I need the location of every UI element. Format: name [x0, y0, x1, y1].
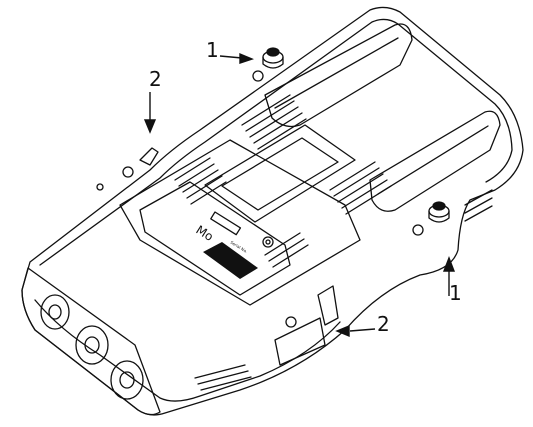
- connector-2: [75, 325, 109, 365]
- heatsink-fins-right: [329, 161, 392, 215]
- top-plate: [119, 139, 361, 306]
- rail-left-inner: [274, 37, 399, 109]
- housing-lower-edge: [34, 299, 341, 402]
- terminal-block: [210, 211, 274, 248]
- heatsink-fins-left: [174, 157, 227, 205]
- device-label-text: Mo: [193, 223, 215, 244]
- rail-right: [369, 110, 501, 212]
- callout-1-top: 1: [206, 38, 219, 62]
- latch-right-body: [274, 317, 326, 366]
- screw-right: [412, 224, 424, 236]
- mount-bracket-inner: [221, 137, 339, 211]
- callout-2-right: 2: [377, 312, 390, 336]
- side-vents-left: [194, 364, 252, 391]
- connector-3: [110, 360, 144, 400]
- latch-right: [317, 285, 339, 326]
- arrowhead-2-left: [143, 119, 157, 134]
- rail-right-inner: [377, 125, 489, 195]
- front-face: [21, 267, 161, 416]
- fastener-knob-top: [262, 47, 284, 69]
- side-vents-right: [464, 189, 493, 222]
- screw-top-left: [122, 166, 134, 178]
- fastener-knob-right: [428, 201, 450, 223]
- leader-1-top: [219, 55, 243, 59]
- arrowhead-1-right: [442, 256, 456, 272]
- connector-1-core: [48, 304, 62, 320]
- rail-left: [264, 23, 413, 128]
- screw-top: [252, 70, 264, 82]
- label-panel: [139, 181, 291, 296]
- callout-1-right: 1: [449, 281, 462, 305]
- mount-bracket: [204, 124, 356, 223]
- connector-2-core: [84, 336, 100, 354]
- screw-left: [96, 183, 104, 191]
- arrowhead-2-right: [335, 324, 350, 338]
- latch-left: [139, 147, 159, 166]
- connector-1: [40, 294, 70, 330]
- display-window: [203, 242, 258, 279]
- leader-2-right: [349, 328, 376, 332]
- callout-2-left: 2: [149, 67, 162, 91]
- arrowhead-1-top: [239, 52, 254, 64]
- heatsink-fins-upper: [241, 94, 307, 150]
- connector-3-core: [119, 371, 135, 389]
- heatsink-fins-lower: [264, 232, 309, 268]
- housing-outline: [21, 6, 524, 416]
- screw-lower: [285, 316, 297, 328]
